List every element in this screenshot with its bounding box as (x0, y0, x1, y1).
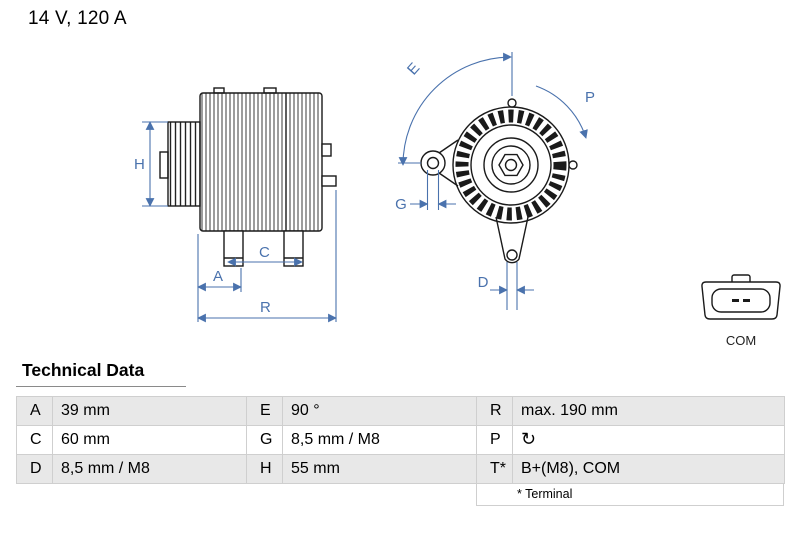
front-view-drawing: E P G D (395, 52, 595, 310)
side-dimension-labels: H A C R (134, 156, 271, 316)
spec-key: T* (476, 454, 513, 484)
spec-value: ↻ (512, 425, 785, 455)
mounting-leg (283, 230, 304, 267)
dimension-label-p: P (585, 89, 595, 106)
spec-value: max. 190 mm (512, 396, 785, 426)
spec-key: P (476, 425, 513, 455)
rotation-direction-icon: ↻ (521, 429, 537, 449)
pulley-ribs (168, 122, 200, 206)
spec-key: C (16, 425, 53, 455)
alternator-side-art (159, 87, 337, 267)
dimension-label-d: D (478, 274, 489, 291)
voltage-amperage-spec: 14 V, 120 A (28, 8, 127, 29)
alternator-front-art (420, 98, 578, 264)
bottom-mounting-arm (495, 216, 529, 264)
shaft-end (159, 151, 169, 179)
spec-value: 60 mm (52, 425, 247, 455)
spec-key: E (246, 396, 283, 426)
rear-stud (321, 175, 337, 187)
dimension-label-e: E (404, 60, 423, 79)
dimension-label-c: C (259, 244, 270, 261)
spec-key: G (246, 425, 283, 455)
mounting-leg (223, 230, 244, 267)
cooling-fins (200, 93, 322, 231)
technical-data-section: Technical Data A 39 mm E 90 ° R max. 190… (16, 360, 785, 506)
spec-value: 39 mm (52, 396, 247, 426)
table-row: D 8,5 mm / M8 H 55 mm T* B+(M8), COM (16, 454, 785, 484)
housing-body (199, 92, 323, 232)
table-row: A 39 mm E 90 ° R max. 190 mm (16, 396, 785, 426)
side-dimension-lines (142, 121, 337, 323)
pulley-hub (491, 145, 531, 185)
connector-label: COM (725, 333, 757, 348)
technical-data-table: A 39 mm E 90 ° R max. 190 mm C 60 mm G 8… (16, 396, 785, 484)
connector-com: COM (696, 274, 786, 348)
shaft-center (504, 158, 518, 172)
spec-value: B+(M8), COM (512, 454, 785, 484)
shaft-nut-hex (498, 153, 524, 177)
top-stud (507, 98, 517, 108)
spec-key: A (16, 396, 53, 426)
table-footnote: * Terminal (476, 484, 784, 506)
side-stud (568, 160, 578, 170)
spec-value: 8,5 mm / M8 (282, 425, 477, 455)
mounting-lug (420, 150, 446, 176)
spec-value: 8,5 mm / M8 (52, 454, 247, 484)
inner-ring (470, 124, 552, 206)
terminal-stud (321, 143, 332, 157)
housing-bolt (263, 87, 277, 94)
dimension-label-r: R (260, 299, 271, 316)
connector-body (701, 281, 781, 320)
spec-value: 90 ° (282, 396, 477, 426)
side-view-drawing: H A C R (134, 87, 337, 323)
housing-bolt (213, 87, 225, 94)
spec-key: D (16, 454, 53, 484)
table-row: C 60 mm G 8,5 mm / M8 P ↻ (16, 425, 785, 455)
spec-value: 55 mm (282, 454, 477, 484)
front-dimension-lines (398, 52, 588, 310)
bottom-mounting-hole (506, 249, 518, 261)
connector-inner (711, 288, 771, 313)
spec-key: H (246, 454, 283, 484)
footnote-text: * Terminal (517, 487, 573, 501)
fan-slot-ring (455, 109, 567, 221)
lug-brace (438, 172, 459, 187)
spec-key: R (476, 396, 513, 426)
technical-data-title: Technical Data (16, 360, 186, 387)
dimension-label-g: G (395, 196, 407, 213)
connector-plug-icon (701, 274, 781, 320)
dimension-label-h: H (134, 156, 145, 173)
dimension-label-a: A (213, 268, 223, 285)
